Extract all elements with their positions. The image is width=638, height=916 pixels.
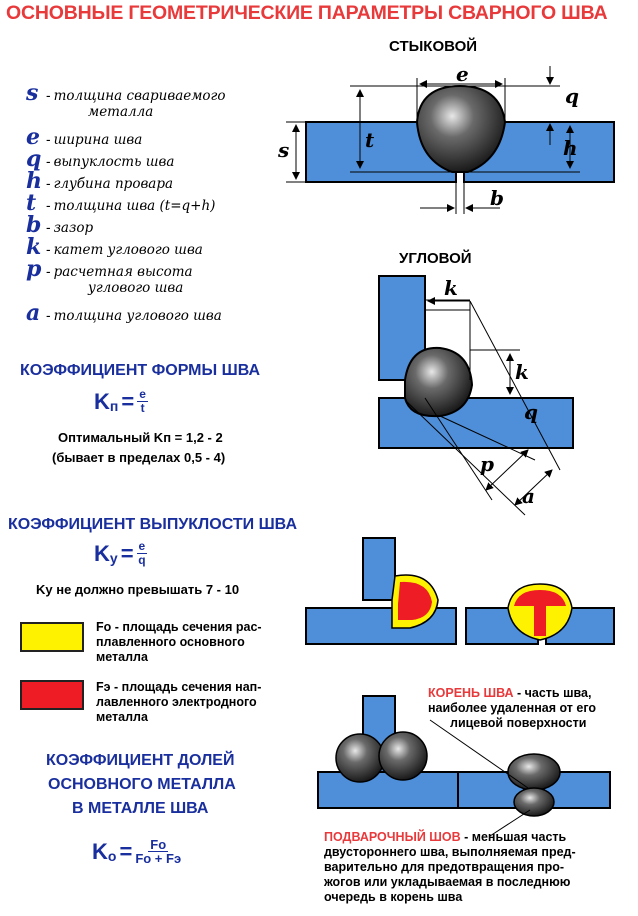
form-coef-range: (бывает в пределах 0,5 - 4): [52, 450, 226, 465]
form-coef-optimal: Оптимальный Kп = 1,2 - 2: [58, 430, 223, 445]
dim-e: e: [456, 62, 469, 86]
legend-item-t: t-толщина шва (t=q+h): [26, 190, 216, 216]
dim-k2: k: [515, 360, 529, 384]
dim-h: h: [563, 136, 578, 160]
fillet-weld-diagram: [378, 275, 574, 516]
butt-weld-diagram: [286, 66, 615, 214]
butt-weld-bead: [415, 84, 507, 173]
dim-k1: k: [444, 276, 458, 300]
form-coef-heading: КОЭФФИЦИЕНТ ФОРМЫ ШВА: [20, 362, 261, 379]
dim-q: q: [565, 84, 579, 108]
share-coef-heading-2: ОСНОВНОГО МЕТАЛЛА: [48, 776, 236, 793]
fillet-label: УГЛОВОЙ: [399, 250, 472, 267]
dim-a: a: [522, 484, 535, 508]
dim-b: b: [490, 186, 504, 210]
convex-coef-heading: КОЭФФИЦИЕНТ ВЫПУКЛОСТИ ШВА: [8, 516, 297, 533]
legend-item-s: s-толщина свариваемого: [26, 80, 226, 106]
convex-coef-note: Kу не должно превышать 7 - 10: [36, 582, 240, 597]
legend-item-k: k-катет углового шва: [26, 234, 203, 260]
legend-item-p: p-расчетная высота: [26, 256, 193, 282]
fillet-weld-bead: [404, 346, 474, 418]
legend-item-q: q-выпуклость шва: [26, 146, 175, 172]
dim-q-fillet: q: [524, 400, 538, 424]
dim-t: t: [365, 128, 375, 152]
area-fe-text: Fэ - площадь сечения нап-лавленного элек…: [96, 680, 262, 724]
legend-item-b: b-зазор: [26, 212, 94, 238]
butt-label: СТЫКОВОЙ: [389, 38, 478, 55]
legend-item-a: a-толщина углового шва: [26, 300, 222, 326]
swatch-fe-red: [20, 680, 84, 710]
page-title: ОСНОВНЫЕ ГЕОМЕТРИЧЕСКИЕ ПАРАМЕТРЫ СВАРНО…: [6, 2, 608, 24]
legend-item-s-cont: металла: [88, 104, 154, 120]
legend-item-p-cont: углового шва: [88, 280, 184, 296]
area-fo-text: Fо - площадь сечения рас-плавленного осн…: [96, 620, 262, 664]
dim-p: p: [480, 452, 494, 476]
root-annotation: КОРЕНЬ ШВА - часть шва, наиболее удаленн…: [428, 686, 597, 730]
dim-s: s: [278, 138, 290, 162]
legend-item-h: h-глубина провара: [26, 168, 174, 194]
fusion-area-diagrams: [305, 537, 615, 645]
swatch-fo-yellow: [20, 622, 84, 652]
root-backing-diagrams: [317, 695, 611, 837]
share-coef-heading-1: КОЭФФИЦИЕНТ ДОЛЕЙ: [46, 752, 235, 769]
legend-item-e: e-ширина шва: [26, 124, 143, 150]
backing-weld-annotation: ПОДВАРОЧНЫЙ ШОВ - меньшая часть двусторо…: [324, 830, 576, 904]
share-coef-heading-3: В МЕТАЛЛЕ ШВА: [72, 800, 209, 817]
